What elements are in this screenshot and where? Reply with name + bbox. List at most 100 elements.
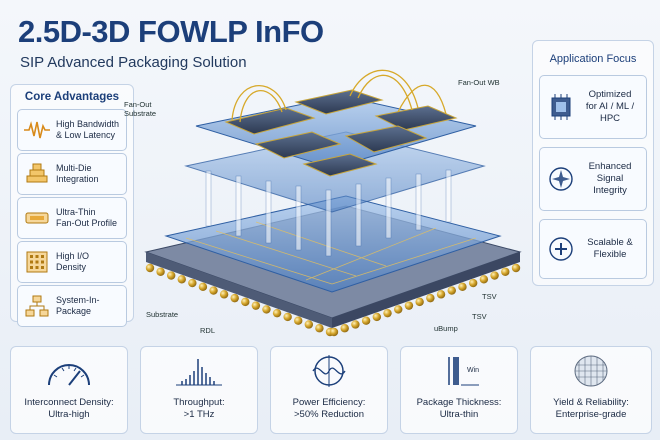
die-array [224,89,458,177]
callout-fanout-line1: Fan-Out [124,100,152,109]
solder-ball [177,275,186,284]
solder-ball [315,324,324,333]
app-label-2b: Signal [596,173,624,184]
app-scalable: Scalable &Flexible [539,219,647,279]
metric-label-5a: Yield & Reliability: [553,397,629,408]
thin-layer-icon [22,203,52,233]
solder-ball [501,267,510,276]
solder-ball [351,320,360,329]
solder-ball [283,312,292,322]
solder-ball [394,305,403,314]
solder-ball [468,278,478,288]
core-advantages-title: Core Advantages [24,91,120,103]
solder-ball [479,275,489,284]
callout-fanout-line2: Substrate [124,109,157,118]
processor-icon [544,90,578,124]
page-title: 2.5D-3D FOWLP InFO [18,14,324,49]
solder-ball [458,282,467,292]
stacked-dies-icon [22,159,52,189]
advantage-label-2b: Integration [56,174,99,184]
metric-label-2a: Throughput: [173,397,225,408]
solder-ball [219,290,229,299]
app-label-3b: Flexible [593,249,627,260]
metric-label-1b: Ultra-high [48,409,90,420]
metric-label-3b: >50% Reduction [294,409,364,420]
solder-ball [490,271,499,280]
metric-label-4a: Package Thickness: [416,397,502,408]
callout-rdl: RDL [200,326,216,335]
solder-ball [145,263,155,273]
scale-icon [544,232,578,266]
signal-icon [544,162,578,196]
solder-ball [383,308,392,318]
metric-label-3a: Power Efficiency: [292,397,366,408]
solder-ball [304,320,314,329]
solder-ball [272,308,282,318]
solder-ball [447,286,456,295]
solder-ball [340,324,349,333]
advantage-label-1a: High Bandwidth [56,119,120,129]
advantage-label-4a: High I/O [56,251,90,261]
solder-ball [209,286,218,295]
solder-ball [361,316,371,325]
solder-ball [166,271,176,280]
solder-ball [426,293,435,303]
grid-icon [22,247,52,277]
solder-ball [294,316,303,325]
solder-ball [511,263,521,273]
app-label-1a: Optimized [588,89,632,100]
solder-ball [262,305,271,314]
network-icon [22,291,52,321]
solder-ball [404,301,414,310]
solder-ball [251,301,261,310]
advantage-bandwidth: High Bandwidth& Low Latency [17,109,127,151]
solder-ball [188,278,197,288]
thickness-tag: Win [467,367,480,374]
application-focus-title: Application Focus [549,53,637,65]
metric-label-4b: Ultra-thin [439,409,479,420]
spectrum-icon [141,353,257,391]
app-label-2c: Integrity [593,185,627,196]
power-icon [271,353,387,391]
gauge-icon [11,353,127,391]
callout-ubump: uBump [434,324,458,333]
wafer-icon [531,353,651,391]
app-label-1c: HPC [599,113,621,124]
package-stack-svg [144,69,522,337]
advantage-sip: System-In-Package [17,285,127,327]
metric-throughput: Throughput:>1 THz [140,346,258,434]
page-subtitle: SIP Advanced Packaging Solution [20,54,247,71]
advantage-label-2a: Multi-Die [56,163,92,173]
solder-ball [230,293,239,303]
wire-bonds [231,69,447,123]
callout-substrate: Substrate [146,310,179,319]
app-label-3a: Scalable & [587,237,633,248]
solder-ball [198,282,208,292]
callout-fanout-wb: Fan-Out WB [458,78,500,87]
callout-tsv-2: TSV [472,312,487,321]
callout-tsv-1: TSV [482,292,497,301]
advantage-label-1b: & Low Latency [56,130,116,140]
metric-label-1a: Interconnect Density: [24,397,114,408]
core-advantages-panel: Core Advantages High Bandwidth& Low Late… [10,84,134,327]
solder-ball [241,297,250,307]
metric-label-2b: >1 THz [183,409,215,420]
solder-ball [436,290,446,299]
advantage-label-3b: Fan-Out Profile [56,218,118,228]
advantage-label-5b: Package [56,306,92,316]
advantage-label-4b: Density [56,262,87,272]
metric-label-5b: Enterprise-grade [555,409,627,420]
app-label-1b: for AI / ML / [585,101,635,112]
app-label-2a: Enhanced [588,161,632,172]
metric-interconnect-density: Interconnect Density:Ultra-high [10,346,128,434]
metric-yield-reliability: Yield & Reliability:Enterprise-grade [530,346,652,434]
thickness-icon [401,353,517,391]
